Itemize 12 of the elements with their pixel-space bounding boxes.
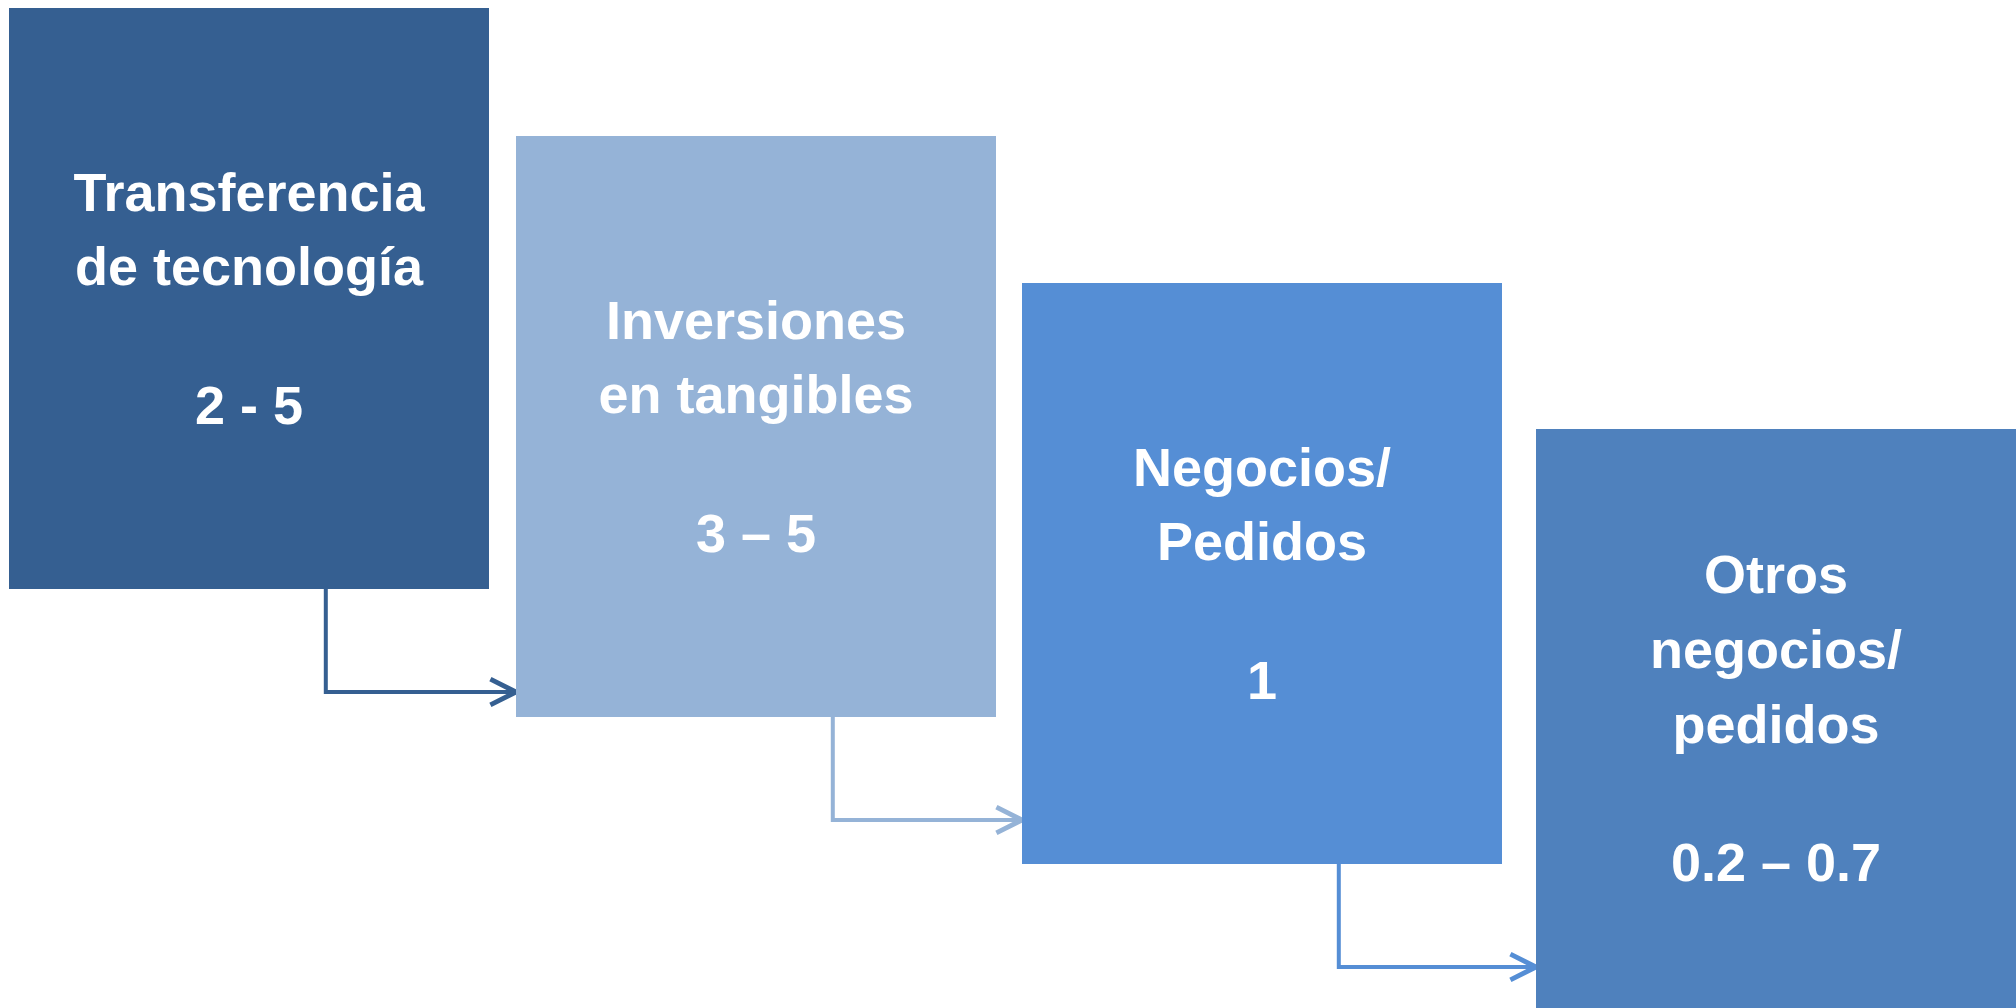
box-heading: Inversiones en tangibles [597, 288, 915, 427]
process-box [9, 8, 489, 589]
value-range: 0.2 – 0.7 [1670, 831, 1882, 894]
value-range: 1 [1246, 648, 1277, 712]
box-heading: Otros negocios/ pedidos [1648, 543, 1903, 756]
box-heading: Negocios/ Pedidos [1131, 435, 1393, 574]
value-range: 3 – 5 [695, 501, 817, 565]
process-box [1536, 429, 2016, 1008]
process-box [1022, 283, 1502, 864]
process-box [516, 136, 996, 717]
box-heading: Transferencia de tecnología [72, 160, 426, 299]
value-range: 2 - 5 [194, 373, 304, 437]
